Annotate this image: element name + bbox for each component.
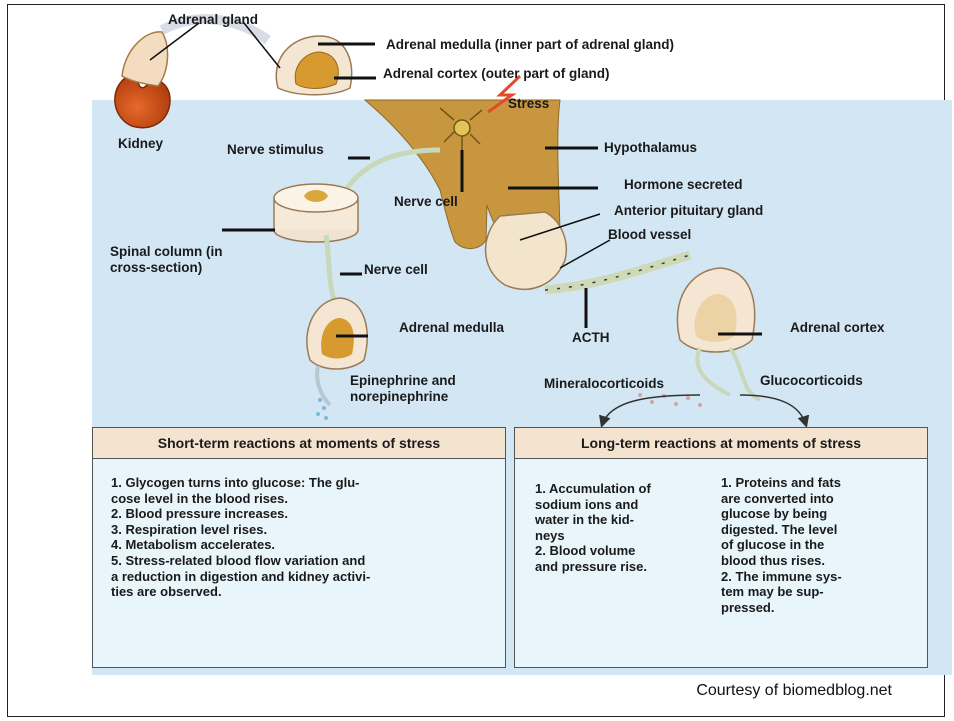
list-line: of glucose in the [721,537,842,553]
blood-vessel-path [545,255,690,290]
pituitary-gland-shape [486,212,567,289]
label-spinal-column-1: Spinal column (in [110,244,223,259]
list-line: are converted into [721,491,842,507]
label-acth: ACTH [572,330,610,345]
label-glucocorticoids: Glucocorticoids [760,373,863,388]
nerve-path-lower [326,235,334,300]
label-adrenal-medulla-inner: Adrenal medulla (inner part of adrenal g… [386,37,674,52]
list-line: and pressure rise. [535,559,651,575]
label-epinephrine-2: norepinephrine [350,389,448,404]
kidney-illustration [115,32,170,128]
label-blood-vessel: Blood vessel [608,227,691,242]
label-adrenal-medulla-mid: Adrenal medulla [399,320,504,335]
label-nerve-cell-mid: Nerve cell [364,262,428,277]
list-line: 1. Glycogen turns into glucose: The glu- [111,475,370,491]
list-line: cose level in the blood rises. [111,491,370,507]
list-line: digested. The level [721,522,842,538]
list-line: blood thus rises. [721,553,842,569]
arrow-mineralocorticoids [602,395,700,425]
list-line: neys [535,528,651,544]
spinal-column-section [274,184,358,242]
label-nerve-cell-top: Nerve cell [394,194,458,209]
list-line: 4. Metabolism accelerates. [111,537,370,553]
label-epinephrine-1: Epinephrine and [350,373,456,388]
arrow-glucocorticoids [740,395,806,425]
list-line: pressed. [721,600,842,616]
label-anterior-pituitary: Anterior pituitary gland [614,203,763,218]
list-line: 1. Accumulation of [535,481,651,497]
credit-text: Courtesy of biomedblog.net [696,682,892,700]
label-adrenal-cortex-outer: Adrenal cortex (outer part of gland) [383,66,610,81]
label-mineralocorticoids: Mineralocorticoids [544,376,664,391]
list-line: water in the kid- [535,512,651,528]
label-adrenal-gland: Adrenal gland [168,12,258,27]
list-line: 2. Blood pressure increases. [111,506,370,522]
list-line: sodium ions and [535,497,651,513]
list-line: 5. Stress-related blood flow variation a… [111,553,370,569]
list-line: ties are observed. [111,584,370,600]
list-line: a reduction in digestion and kidney acti… [111,569,370,585]
list-line: tem may be sup- [721,584,842,600]
long-term-title: Long-term reactions at moments of stress [515,428,927,459]
label-kidney: Kidney [118,136,163,151]
label-hormone-secreted: Hormone secreted [624,177,743,192]
label-adrenal-cortex-right: Adrenal cortex [790,320,885,335]
list-line: 3. Respiration level rises. [111,522,370,538]
list-line: glucose by being [721,506,842,522]
label-stress: Stress [508,96,549,111]
list-line: 2. Blood volume [535,543,651,559]
long-term-box: Long-term reactions at moments of stress… [514,427,928,668]
label-nerve-stimulus: Nerve stimulus [227,142,324,157]
list-line: 1. Proteins and fats [721,475,842,491]
short-term-list: 1. Glycogen turns into glucose: The glu-… [111,475,370,600]
short-term-box: Short-term reactions at moments of stres… [92,427,506,668]
short-term-title: Short-term reactions at moments of stres… [93,428,505,459]
label-hypothalamus: Hypothalamus [604,140,697,155]
label-spinal-column-2: cross-section) [110,260,202,275]
list-line: 2. The immune sys- [721,569,842,585]
